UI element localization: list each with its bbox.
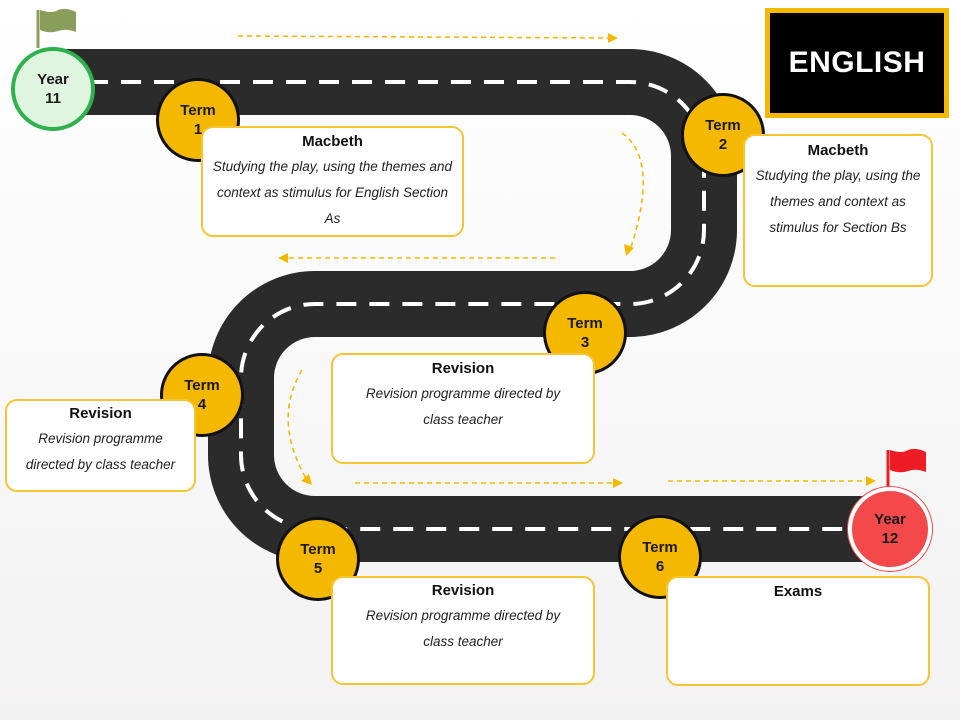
term-2-box: Macbeth Studying the play, using the the… xyxy=(743,134,933,287)
year-end-marker: Year 12 xyxy=(848,487,932,571)
direction-arrows xyxy=(237,35,868,484)
term-1-box-text: Studying the play, using the themes and … xyxy=(212,159,453,226)
road-center-line xyxy=(55,80,895,531)
term-4-box-title: Revision xyxy=(69,405,132,422)
year-start-marker: Year 11 xyxy=(11,47,95,131)
term-3-box: Revision Revision programme directed by … xyxy=(331,353,595,464)
end-flag-icon xyxy=(886,448,926,494)
term-1-box: Macbeth Studying the play, using the the… xyxy=(201,126,464,237)
term-3-box-title: Revision xyxy=(431,360,495,377)
term-5-box-text: Revision programme directed by class tea… xyxy=(365,608,561,649)
term-2-box-title: Macbeth xyxy=(807,142,869,159)
arrow-right-top xyxy=(237,35,611,39)
term-3-box-text: Revision programme directed by class tea… xyxy=(365,386,561,427)
term-6-box: Exams xyxy=(666,576,930,686)
term-6-box-title: Exams xyxy=(773,583,823,600)
term-5-box-title: Revision xyxy=(431,582,495,599)
term-4-box: Revision Revision programme directed by … xyxy=(5,399,196,492)
term-2-box-text: Studying the play, using the themes and … xyxy=(755,168,921,235)
term-4-box-text: Revision programme directed by class tea… xyxy=(25,431,176,472)
arrow-heads xyxy=(278,33,876,488)
subject-title: ENGLISH xyxy=(765,8,949,118)
term-1-box-title: Macbeth xyxy=(302,133,363,150)
arrow-curve-left xyxy=(287,369,308,481)
term-5-box: Revision Revision programme directed by … xyxy=(331,576,595,685)
arrow-curve-right xyxy=(621,132,644,251)
start-flag-icon xyxy=(36,8,76,48)
